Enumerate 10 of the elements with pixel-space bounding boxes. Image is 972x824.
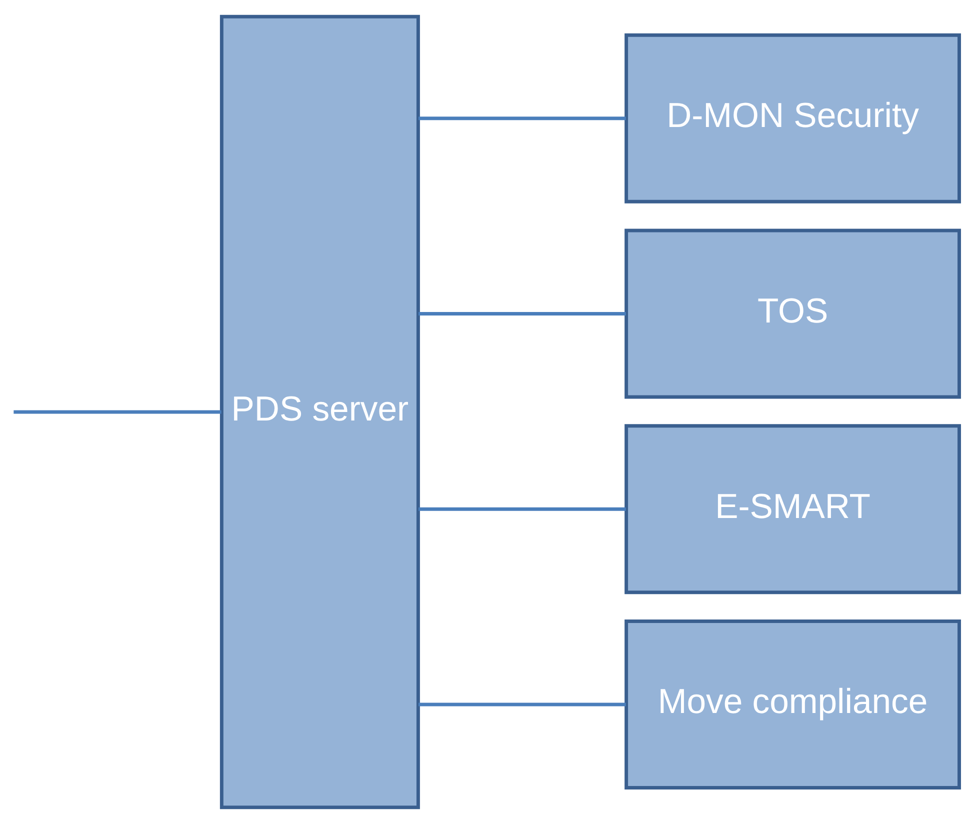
connector	[418, 116, 626, 120]
connector	[418, 507, 626, 511]
node-box: TOS	[624, 228, 961, 399]
node-box: E-SMART	[624, 424, 961, 594]
node-box: PDS server	[220, 14, 420, 810]
connector	[418, 312, 626, 316]
node-box: Move compliance	[624, 620, 961, 790]
node-box: D-MON Security	[624, 33, 961, 204]
connector	[14, 410, 222, 414]
connector	[418, 702, 626, 706]
